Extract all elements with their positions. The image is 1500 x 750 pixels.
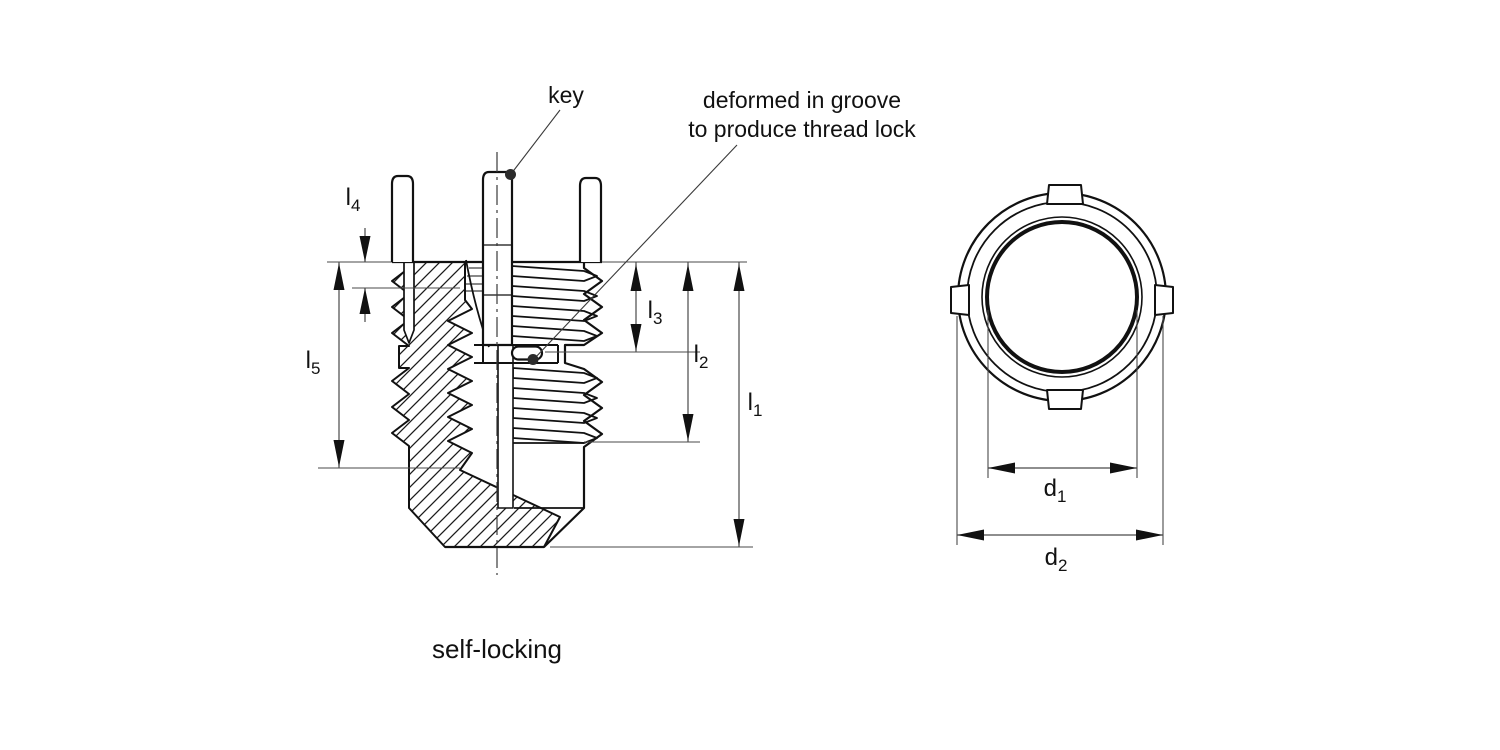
dimension-l5: l5 bbox=[306, 262, 345, 468]
dimension-d2: d2 bbox=[957, 529, 1163, 575]
key-prong-right bbox=[578, 176, 603, 262]
dim-label-l2: l2 bbox=[694, 341, 709, 372]
extension-lines bbox=[318, 287, 1164, 548]
key-leader-line bbox=[510, 109, 561, 175]
section-view bbox=[327, 152, 747, 575]
key-tab-left bbox=[950, 284, 970, 316]
dimension-l4: l4 bbox=[346, 184, 371, 322]
caption-self-locking: self-locking bbox=[432, 634, 562, 664]
lock-groove-band bbox=[474, 344, 559, 364]
dim-label-l3: l3 bbox=[648, 297, 663, 328]
dim-label-d2: d2 bbox=[1045, 544, 1068, 575]
keyway-strip bbox=[497, 344, 514, 509]
key-prong-left bbox=[390, 174, 415, 262]
annotations: key deformed in groove to produce thread… bbox=[432, 82, 916, 664]
dimensions: l4 l5 l3 l2 l1 d1 bbox=[306, 184, 1164, 575]
fine-thread-lines bbox=[465, 267, 483, 292]
groove-leader-line bbox=[533, 144, 738, 360]
dimension-d1: d1 bbox=[988, 462, 1137, 506]
key-tab-top bbox=[1046, 184, 1084, 205]
internal-thread-lower bbox=[512, 367, 598, 444]
dimension-l1: l1 bbox=[733, 262, 763, 547]
thread-minor-circle bbox=[985, 220, 1139, 374]
key-label: key bbox=[548, 82, 584, 108]
key-tab-right bbox=[1154, 284, 1174, 316]
dimension-l3: l3 bbox=[630, 262, 663, 352]
key-callout-dot bbox=[505, 169, 516, 180]
groove-callout-dot bbox=[527, 354, 539, 365]
key-tab-bottom bbox=[1046, 389, 1084, 410]
dim-label-l1: l1 bbox=[748, 389, 763, 420]
dimension-l2: l2 bbox=[682, 262, 709, 442]
key-prong-blade bbox=[403, 261, 415, 344]
dim-label-l4: l4 bbox=[346, 184, 361, 215]
deformed-label-line1: deformed in groove bbox=[703, 87, 901, 113]
dim-label-d1: d1 bbox=[1044, 475, 1067, 506]
deformed-label-line2: to produce thread lock bbox=[688, 116, 916, 142]
external-thread-right bbox=[543, 262, 604, 548]
key-tabs bbox=[950, 184, 1174, 410]
dim-label-l5: l5 bbox=[306, 347, 321, 378]
internal-thread-upper bbox=[511, 265, 598, 342]
end-view bbox=[950, 184, 1174, 410]
